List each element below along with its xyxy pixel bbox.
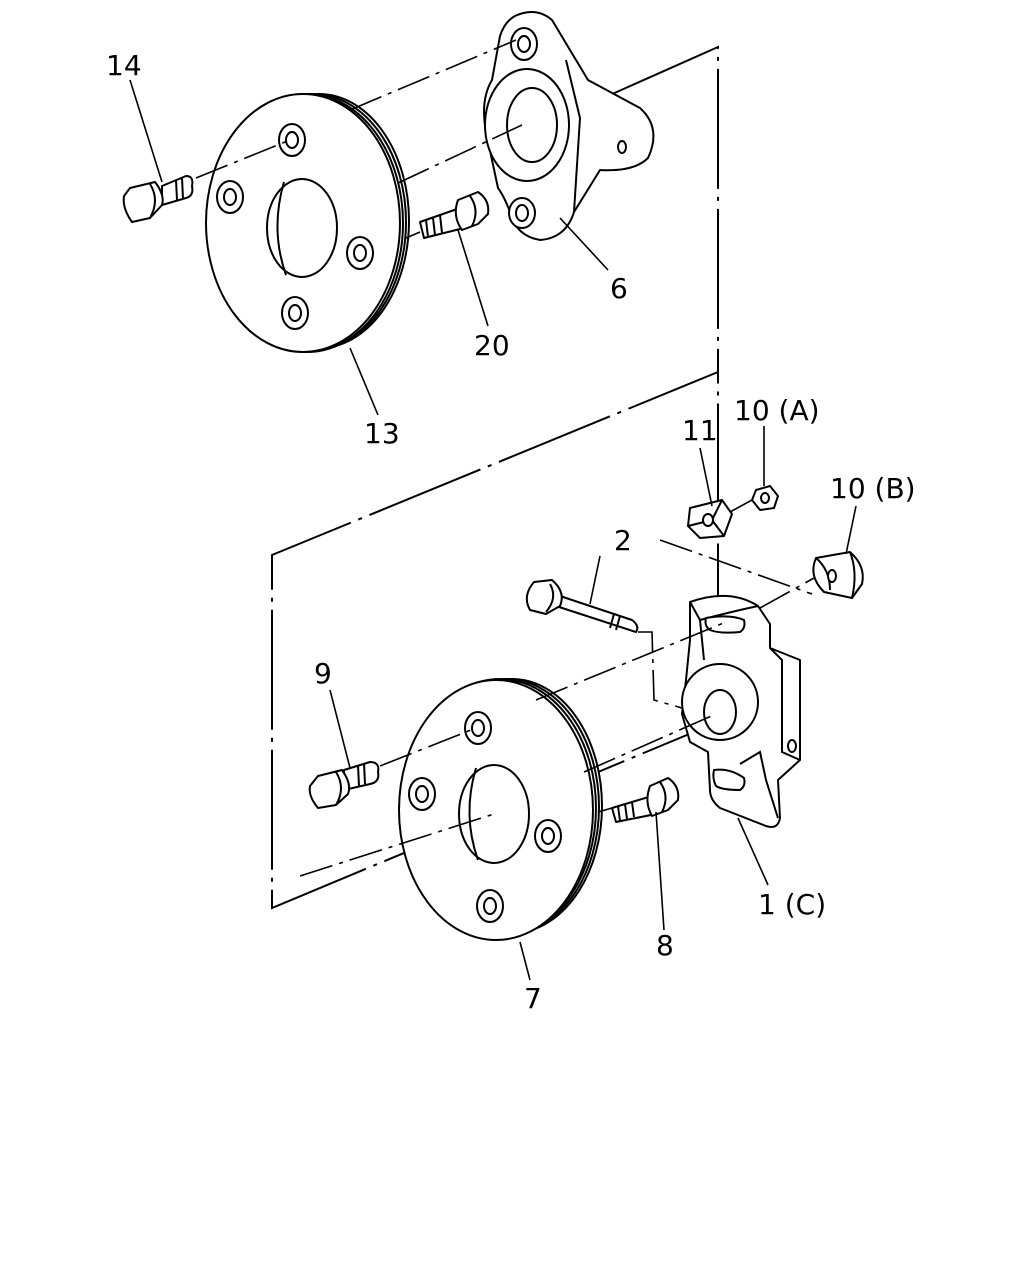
plate-part-11 xyxy=(687,499,733,539)
callout-label-20: 20 xyxy=(474,329,510,362)
callout-leader xyxy=(519,941,531,981)
alignment-line xyxy=(583,713,717,773)
callout-label-14: 14 xyxy=(106,49,142,82)
callout-leader xyxy=(457,229,489,327)
callout-label-6: 6 xyxy=(610,272,628,305)
callout-leader xyxy=(589,555,601,605)
callout-label-9: 9 xyxy=(314,657,332,690)
callout-leader xyxy=(655,811,665,931)
bearing-bracket-part-6 xyxy=(483,11,655,241)
alignment-line xyxy=(299,813,495,877)
long-bolt-part-2 xyxy=(525,579,639,633)
callout-leader xyxy=(699,447,713,507)
bolt-part-20 xyxy=(419,191,490,239)
alignment-line xyxy=(535,621,727,701)
alignment-line xyxy=(597,807,613,813)
alignment-line xyxy=(397,124,523,184)
callout-leader xyxy=(329,689,351,769)
callout-label-8: 8 xyxy=(656,929,674,962)
callout-label-1c: 1 (C) xyxy=(758,888,826,921)
callout-leader xyxy=(737,817,769,886)
callout-label-7: 7 xyxy=(524,982,542,1015)
bolt-part-8 xyxy=(611,777,680,823)
callout-leader xyxy=(349,347,379,416)
alignment-line xyxy=(195,139,291,179)
alignment-line xyxy=(729,499,753,513)
block-nut-part-10b xyxy=(812,551,864,599)
bolt-part-14 xyxy=(122,175,194,223)
alignment-line xyxy=(379,727,477,767)
callout-label-10b: 10 (B) xyxy=(830,472,916,505)
callout-leader xyxy=(559,217,609,271)
alignment-line xyxy=(759,577,815,609)
callout-label-10a: 10 (A) xyxy=(734,394,820,427)
alignment-line xyxy=(405,231,421,239)
callout-label-2: 2 xyxy=(614,524,632,557)
callout-label-13: 13 xyxy=(364,417,400,450)
bolt-part-9 xyxy=(308,761,380,809)
callout-leader xyxy=(845,505,857,555)
flexible-disc-part-7 xyxy=(398,678,603,941)
alignment-line xyxy=(638,631,683,709)
mounting-bracket-part-1c xyxy=(681,594,801,828)
alignment-line xyxy=(659,539,813,595)
alignment-line xyxy=(349,39,517,111)
nut-part-10a xyxy=(751,485,779,511)
callout-label-11: 11 xyxy=(682,414,718,447)
flexible-disc-part-13 xyxy=(205,93,410,353)
callout-leader xyxy=(129,79,163,183)
